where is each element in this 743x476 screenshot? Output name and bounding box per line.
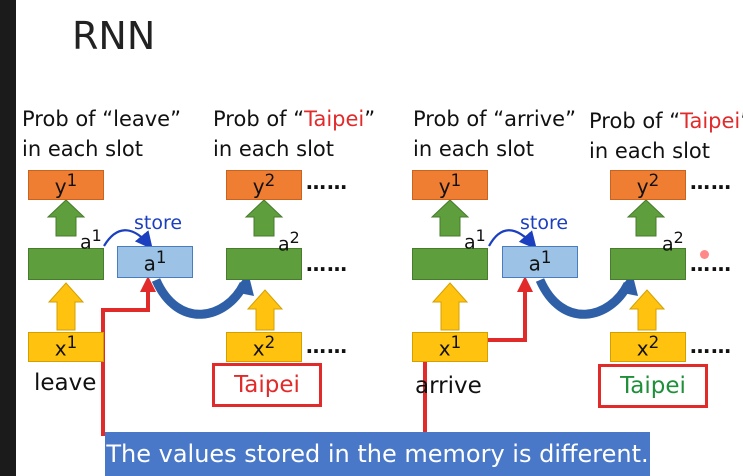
a1-label-left: a1 [80,226,102,254]
label-prob-arrive: Prob of “arrive”in each slot [413,107,576,161]
memory-a1-left: a1 [117,246,193,278]
cursor-dot [700,250,709,259]
input-x2-left: x2 [226,332,302,362]
word-leave: leave [34,370,97,396]
ellipsis-h2-right: …… [690,252,732,276]
word-arrive: arrive [415,373,482,399]
ellipsis-x2-right: …… [690,334,732,358]
up-arrow-x2-h2-right [628,289,666,331]
up-arrow-h1-y1-right [430,199,470,237]
a2-label-right: a2 [662,228,684,256]
up-arrow-x2-h2-left [246,289,284,331]
caption-banner: The values stored in the memory is diffe… [105,432,650,476]
output-y1-left: y1 [28,170,104,200]
a1-label-right: a1 [464,226,486,254]
word-taipei-right: Taipei [598,364,708,408]
store-label-left: store [134,212,183,234]
red-arrow-left [101,286,150,436]
memory-feed-arrow-left [151,278,249,319]
input-x1-right: x1 [412,332,488,362]
output-y1-right: y1 [412,170,488,200]
up-arrow-h2-y2-left [244,199,284,237]
store-label-right: store [520,212,569,234]
slide-left-edge [0,0,16,476]
a2-label-left: a2 [278,228,300,256]
store-arrow-right [488,229,537,250]
hidden-h2-left [226,248,302,280]
input-x1-left: x1 [28,332,104,362]
ellipsis-h2-left: …… [306,252,348,276]
hidden-h1-right [412,248,488,280]
hidden-h1-left [28,248,104,280]
ellipsis-x2-left: …… [306,334,348,358]
slide-title: RNN [72,14,156,58]
up-arrow-h2-y2-right [626,199,666,237]
up-arrow-h1-y1-left [46,199,86,237]
input-x2-right: x2 [610,332,686,362]
up-arrow-x1-h1-left [47,282,85,331]
label-prob-leave: Prob of “leave”in each slot [22,107,181,161]
memory-feed-arrow-right [535,278,633,319]
ellipsis-y2-right: …… [690,170,732,194]
label-prob-taipei-left: Prob of “Taipei” in each slot [213,107,376,161]
output-y2-right: y2 [610,170,686,200]
output-y2-left: y2 [226,170,302,200]
store-arrow-left [103,229,153,250]
memory-a1-right: a1 [502,246,578,278]
label-prob-taipei-right: Prob of “Taipei” in each slot [589,109,743,163]
up-arrow-x1-h1-right [431,282,469,331]
word-taipei-left: Taipei [212,363,322,407]
hidden-h2-right [610,248,686,280]
ellipsis-y2-left: …… [306,170,348,194]
